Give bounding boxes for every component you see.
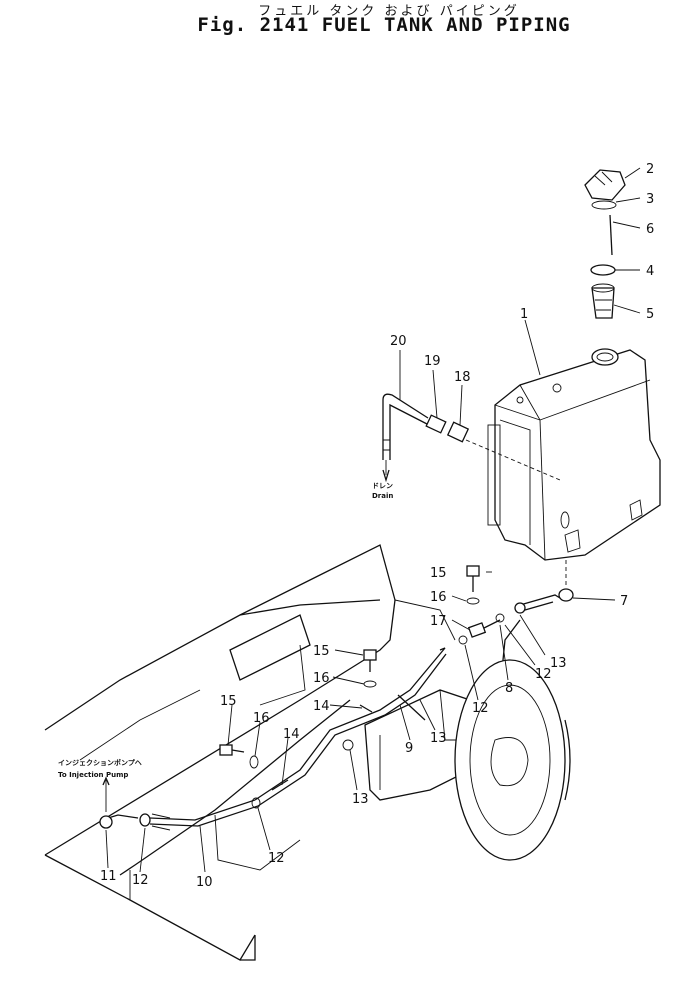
callout-11: 11: [100, 869, 117, 884]
leader-lines: [105, 167, 641, 873]
callout-17: 17: [430, 614, 447, 629]
callout-6: 6: [646, 222, 654, 237]
fuel-pipe-route: [99, 594, 561, 831]
callout-10: 10: [196, 875, 213, 890]
callout-2: 2: [646, 162, 654, 177]
callout-13-right: 13: [550, 656, 567, 671]
machine-frame: [44, 544, 456, 961]
injection-label-en: To Injection Pump: [58, 771, 128, 779]
flywheel: [454, 659, 571, 861]
figure-title: Fig. 2141 FUEL TANK AND PIPING: [197, 14, 571, 36]
callout-15-mid: 15: [313, 644, 330, 659]
fuel-tank: [487, 348, 661, 561]
drain-label-jp: ドレン: [372, 482, 393, 490]
callout-12-right: 12: [535, 667, 552, 682]
callout-13-mid: 13: [430, 731, 447, 746]
callout-16-left: 16: [253, 711, 270, 726]
callout-7: 7: [620, 594, 628, 609]
drain-assembly: [382, 393, 561, 483]
callout-13-low: 13: [352, 792, 369, 807]
callout-15-left: 15: [220, 694, 237, 709]
injection-label-jp: インジェクションポンプヘ: [58, 758, 142, 767]
callout-19: 19: [424, 354, 441, 369]
filler-cap-assembly: [584, 169, 626, 319]
callout-8: 8: [505, 681, 513, 696]
callout-18: 18: [454, 370, 471, 385]
callout-12-low: 12: [268, 851, 285, 866]
callout-12-left: 12: [132, 873, 149, 888]
callout-3: 3: [646, 192, 654, 207]
callout-14-mid: 14: [313, 699, 330, 714]
callout-16-mid: 16: [313, 671, 330, 686]
callout-12-mid: 12: [472, 701, 489, 716]
callout-1: 1: [520, 307, 528, 322]
callout-16-top: 16: [430, 590, 447, 605]
callout-4: 4: [646, 264, 654, 279]
outlet-elbow: [558, 560, 574, 602]
callout-5: 5: [646, 307, 654, 322]
callout-labels: 2 3 6 4 5 1 20 19 18 7 15 16 17 12 13 8 …: [100, 162, 654, 890]
callout-20: 20: [390, 334, 407, 349]
callout-14-left: 14: [283, 727, 300, 742]
callout-9: 9: [405, 741, 413, 756]
callout-15-top: 15: [430, 566, 447, 581]
drain-label-en: Drain: [372, 492, 393, 500]
title-japanese: フュエル タンク および パイピング: [258, 4, 520, 19]
annotations: ドレン Drain インジェクションポンプヘ To Injection Pump: [58, 482, 393, 812]
